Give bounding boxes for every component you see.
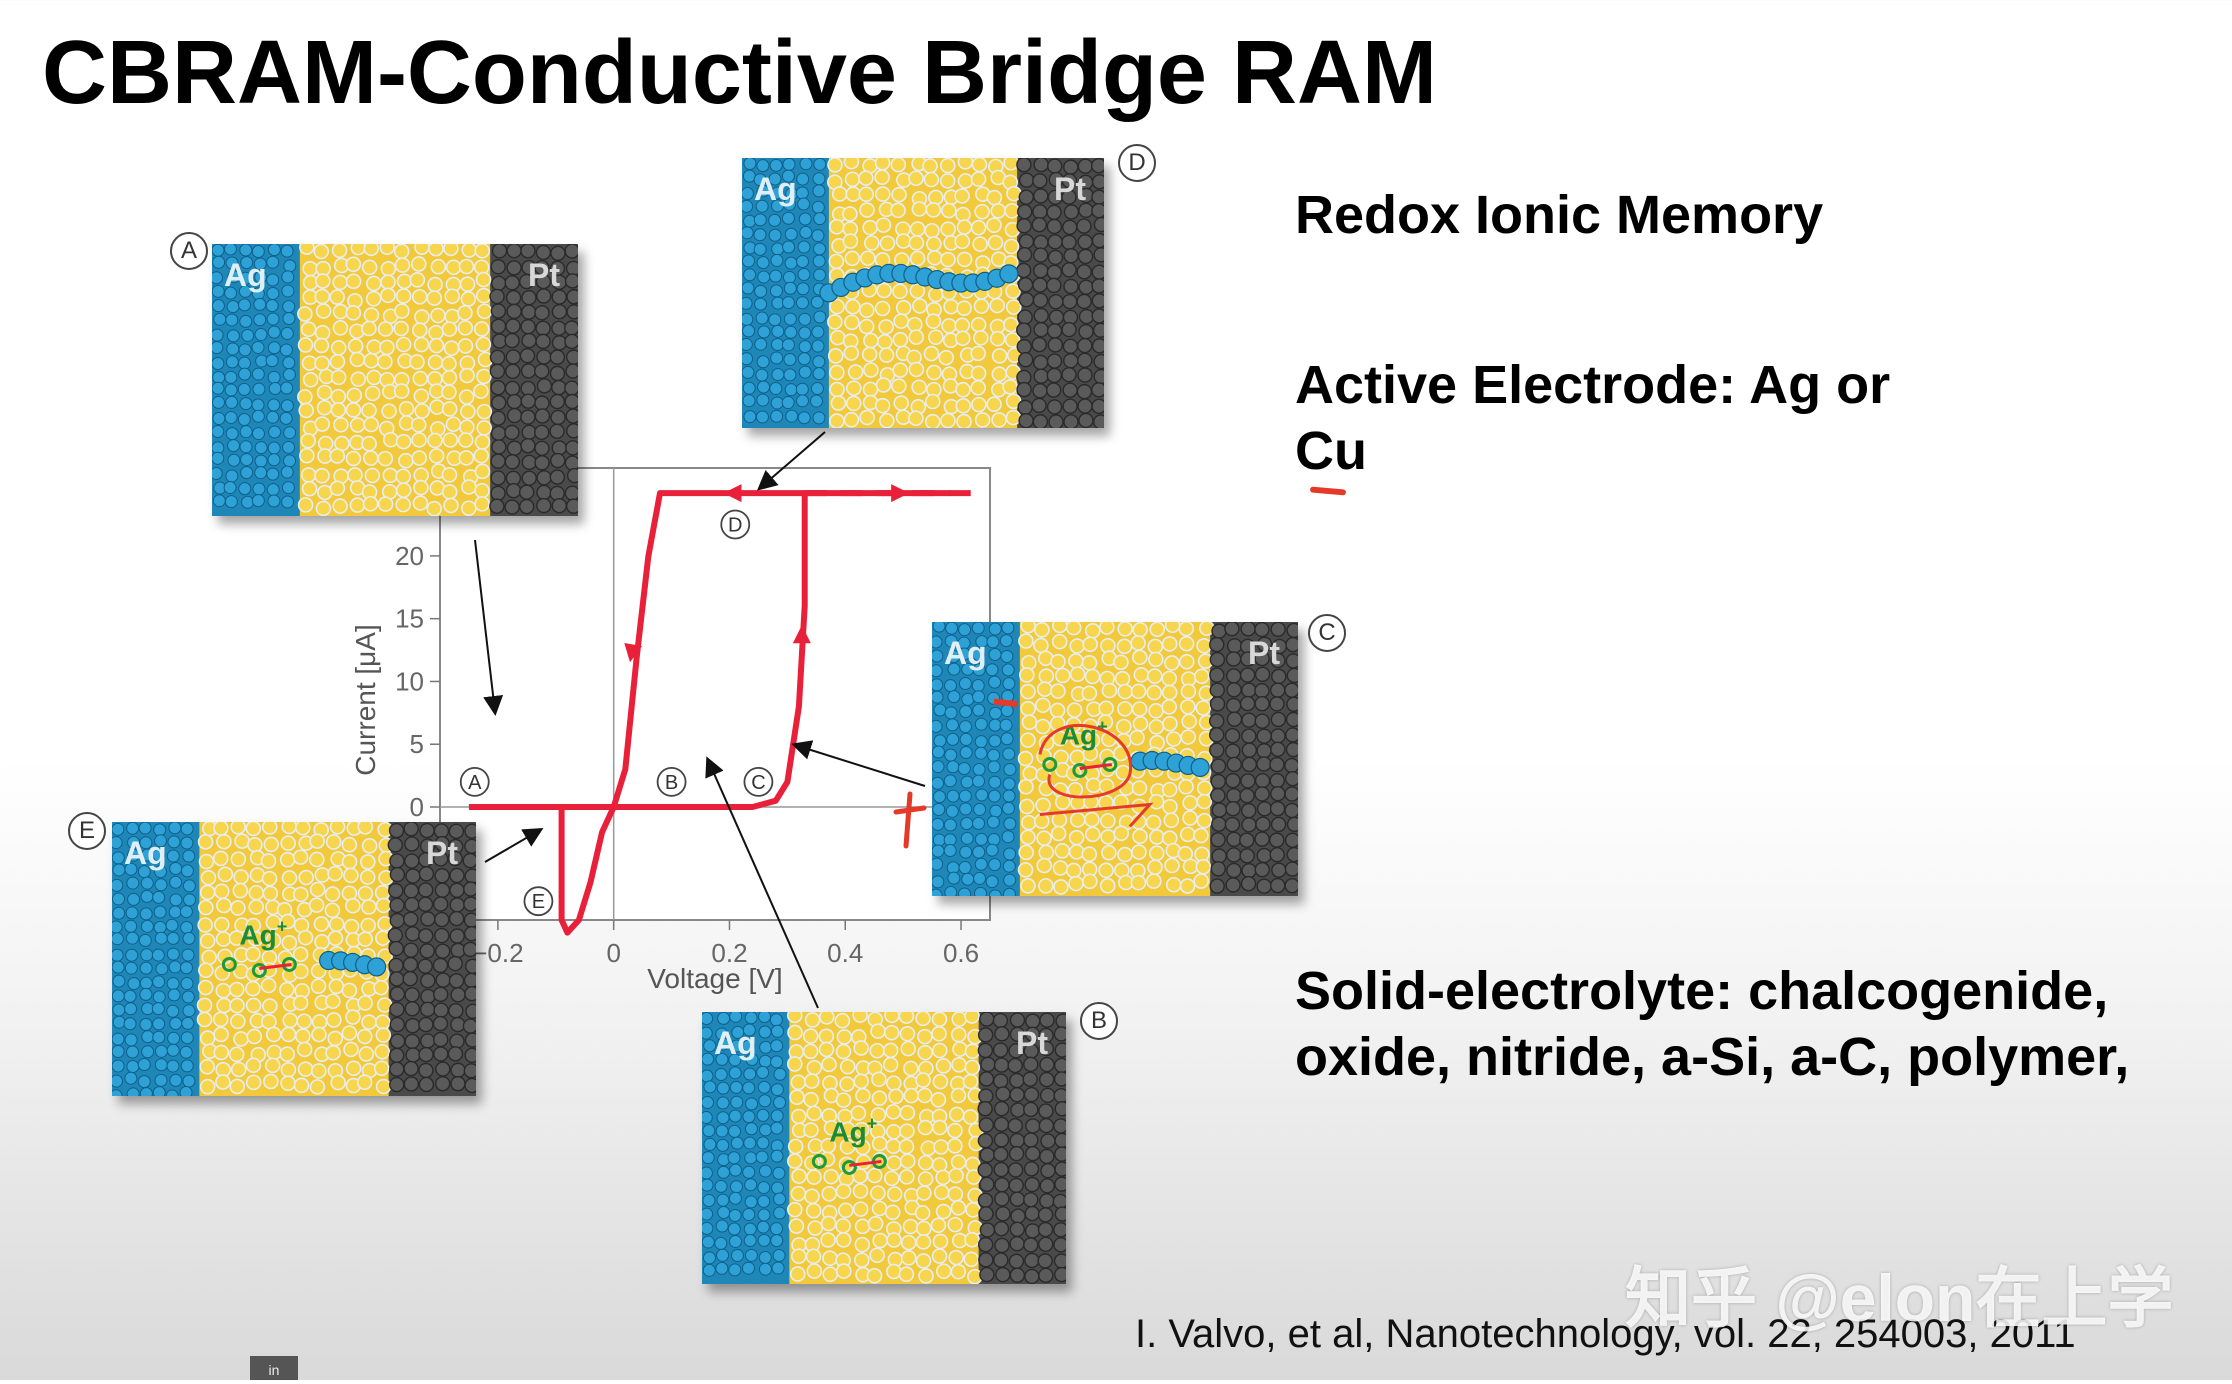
y-tick-label: 15 [395,604,424,634]
svg-text:B: B [665,772,678,794]
svg-text:C: C [751,772,765,794]
ag-ion [811,1153,827,1169]
filament-atom [367,957,387,977]
arrow-right [891,484,910,503]
ag-label: Ag [754,171,797,207]
pt-electrode [490,244,578,516]
bullet-electrode-line1: Active Electrode: Ag or [1295,355,1891,415]
label-b-circle: B [1080,1002,1118,1040]
citation: I. Valvo, et al, Nanotechnology, vol. 22… [1135,1312,2076,1356]
ion-direction-arrow [259,962,292,970]
x-tick-label: 0.6 [943,938,979,968]
bullet-electrolyte-line1: Solid-electrolyte: chalcogenide, [1295,961,2109,1021]
label-e-circle: E [68,812,106,850]
ag-ion [841,1159,857,1175]
ag-ion [221,956,237,972]
arrow-c [791,740,926,787]
svg-text:A: A [468,772,482,794]
x-tick-label: −0.2 [472,938,523,968]
ion-direction-arrow [849,1159,882,1167]
ag-label: Ag [124,835,167,871]
corner-tag: in [250,1356,298,1380]
label-d-circle: D [1118,144,1156,182]
svg-text:E: E [532,891,545,913]
y-axis-label: Current [μA] [350,624,381,776]
y-tick-label: 20 [395,541,424,571]
point-label-c: C [743,766,774,797]
y-tick-label: 0 [410,792,424,822]
x-tick-label: 0 [606,938,620,968]
y-tick-label: 10 [395,666,424,696]
red-loop-annotation [1038,724,1133,799]
panel-d: Ag Pt [742,158,1104,428]
ag-ion [251,962,267,978]
point-label-b: B [656,766,687,797]
point-label-a: A [459,766,490,797]
ag-ion [1072,762,1088,778]
arrow-e [484,827,544,863]
x-tick-label: 0.2 [711,938,747,968]
arrow-b [705,756,819,1009]
arrow-d [756,431,826,491]
y-tick-label: 5 [410,729,424,759]
pt-label: Pt [1016,1025,1048,1061]
ag-ion [1042,756,1058,772]
point-label-e: E [523,886,554,917]
label-a-circle: A [170,232,208,270]
x-axis-label: Voltage [V] [647,963,782,994]
pt-label: Pt [1054,171,1086,207]
label-c-circle: C [1308,614,1346,652]
pt-label: Pt [528,257,560,293]
svg-text:D: D [728,515,742,537]
bullet-redox: Redox Ionic Memory [1295,185,1824,245]
panel-a: Ag Pt [212,244,578,516]
pt-label: Pt [1248,635,1280,671]
arrow-left [723,484,742,503]
point-label-d: D [720,509,751,540]
arrow-a [474,539,504,716]
ag-label: Ag [944,635,987,671]
pt-label: Pt [426,835,458,871]
bullet-electrode-line2: Cu [1295,421,1367,481]
ion-direction-arrow [1079,762,1113,770]
watermark: 知乎 @elon在上学 [1625,1261,2174,1335]
arrow-down [624,642,642,663]
ag-label: Ag [224,257,267,293]
red-tick-annotation [993,698,1019,708]
red-cross-annotation [893,791,927,849]
ag-label: Ag [714,1025,757,1061]
arrow-up [792,625,811,644]
red-arrow-annotation [1039,802,1154,828]
filament-atom [1190,757,1210,778]
filament-atom [999,264,1019,284]
slide-title: CBRAM-Conductive Bridge RAM [42,23,1437,123]
x-tick-label: 0.4 [827,938,863,968]
bullet-electrolyte-line2: oxide, nitride, a-Si, a-C, polymer, [1295,1027,2130,1087]
